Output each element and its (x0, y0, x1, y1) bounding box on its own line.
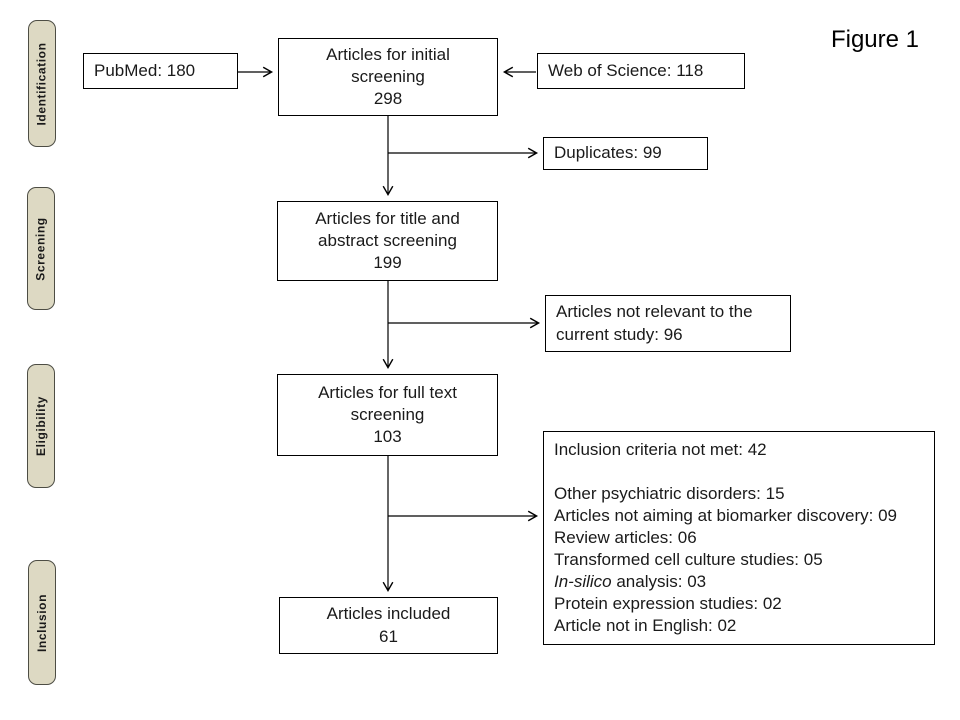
figure-title: Figure 1 (830, 26, 920, 53)
stage-label-eligibility: Eligibility (27, 364, 55, 488)
node-full-text-screening-label: Articles for full text screening (318, 382, 457, 424)
node-pubmed-label: PubMed: 180 (94, 60, 196, 80)
stage-label-identification-text: Identification (35, 41, 50, 126)
node-not-relevant-label: Articles not relevant to the current stu… (556, 302, 753, 344)
stage-label-inclusion: Inclusion (28, 560, 56, 685)
node-duplicates: Duplicates: 99 (543, 137, 708, 170)
node-included: Articles included 61 (279, 597, 498, 654)
node-initial-screening-label: Articles for initial screening (326, 44, 450, 86)
exclusion-blank-line (554, 461, 924, 483)
node-web-of-science-label: Web of Science: 118 (548, 60, 704, 80)
stage-label-inclusion-text: Inclusion (35, 593, 50, 652)
exclusion-item: Review articles: 06 (554, 528, 697, 547)
exclusion-item-insilico-rest: analysis: 03 (611, 572, 707, 591)
exclusion-item: Article not in English: 02 (554, 616, 737, 635)
node-not-relevant: Articles not relevant to the current stu… (545, 295, 791, 352)
node-title-abstract-screening-count: 199 (373, 253, 402, 273)
node-duplicates-label: Duplicates: 99 (554, 143, 662, 163)
exclusion-item: Other psychiatric disorders: 15 (554, 484, 785, 503)
node-initial-screening: Articles for initial screening 298 (278, 38, 498, 116)
node-title-abstract-screening-label: Articles for title and abstract screenin… (315, 208, 460, 250)
node-full-text-screening: Articles for full text screening 103 (277, 374, 498, 456)
node-included-label: Articles included (326, 604, 451, 624)
node-web-of-science: Web of Science: 118 (537, 53, 745, 89)
stage-label-screening: Screening (27, 187, 55, 310)
exclusion-title: Inclusion criteria not met: 42 (554, 440, 767, 459)
node-full-text-screening-count: 103 (373, 427, 402, 447)
exclusion-item: Articles not aiming at biomarker discove… (554, 506, 897, 525)
node-pubmed: PubMed: 180 (83, 53, 238, 89)
stage-label-screening-text: Screening (34, 216, 49, 281)
exclusion-item: In-silico analysis: 03 (554, 571, 924, 593)
node-initial-screening-count: 298 (373, 89, 403, 109)
exclusion-item-insilico-italic: In-silico (554, 572, 612, 591)
node-included-count: 61 (379, 626, 398, 646)
node-exclusion-criteria: Inclusion criteria not met: 42 Other psy… (543, 431, 935, 645)
exclusion-item: Transformed cell culture studies: 05 (554, 550, 823, 569)
stage-label-eligibility-text: Eligibility (34, 396, 49, 456)
stage-label-identification: Identification (28, 20, 56, 147)
node-title-abstract-screening: Articles for title and abstract screenin… (277, 201, 498, 281)
exclusion-item: Protein expression studies: 02 (554, 594, 782, 613)
